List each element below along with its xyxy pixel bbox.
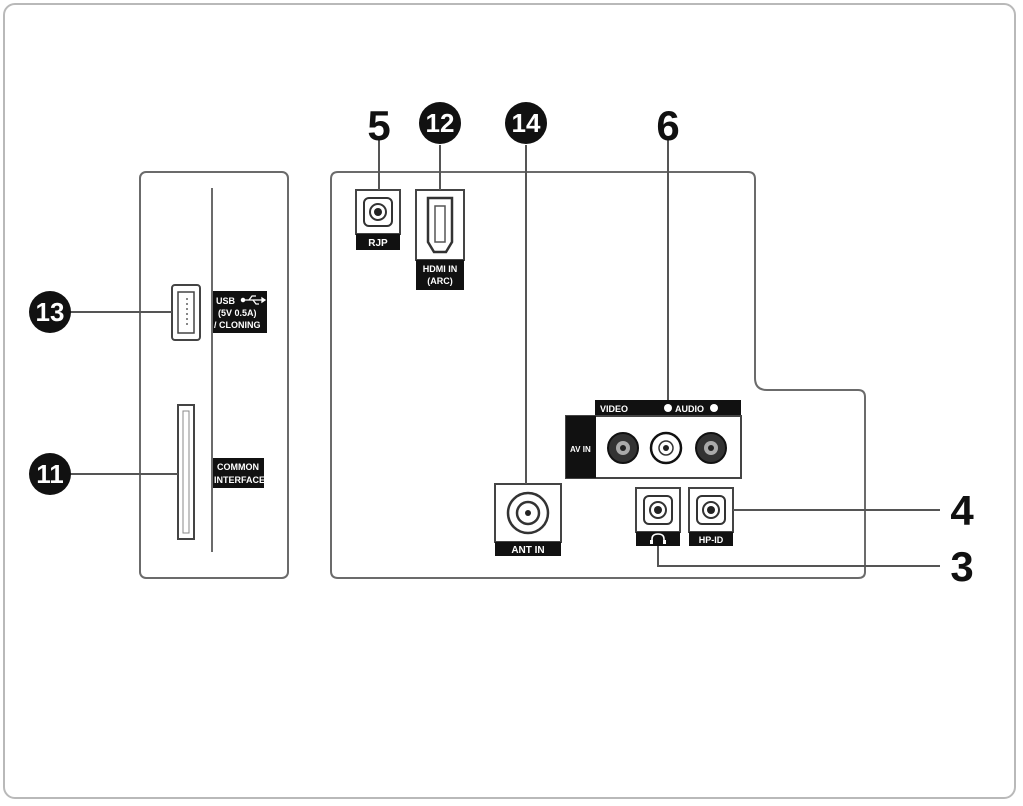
callout-5-label: 5 xyxy=(367,102,390,149)
usb-label: USB (5V 0.5A) / CLONING xyxy=(213,291,267,333)
callout-13: 13 xyxy=(29,291,71,333)
usb-label-line2: (5V 0.5A) xyxy=(218,308,257,318)
common-interface-label: COMMON INTERFACE xyxy=(213,458,265,488)
hdmi-port: HDMI IN (ARC) xyxy=(415,189,465,290)
rjp-jack: RJP xyxy=(355,189,401,250)
hp-id-jack: HP-ID xyxy=(688,487,734,546)
audio-label: AUDIO xyxy=(675,404,704,414)
rjp-label: RJP xyxy=(368,238,388,249)
rear-panel xyxy=(330,171,866,579)
hdmi-label-line2: (ARC) xyxy=(427,276,453,286)
av-jack-audio-right xyxy=(695,432,727,464)
av-jack-audio-left xyxy=(649,431,683,465)
callout-3: 3 xyxy=(950,543,973,590)
hp-id-label: HP-ID xyxy=(699,535,724,545)
ci-label-line1: COMMON xyxy=(217,462,259,472)
usb-label-line1: USB xyxy=(216,296,236,306)
usb-label-line3: / CLONING xyxy=(214,320,261,330)
callout-3-label: 3 xyxy=(950,543,973,590)
callout-14-label: 14 xyxy=(512,108,541,138)
av-jack-video xyxy=(607,432,639,464)
usb-trident-icon xyxy=(240,295,267,305)
ci-label-line2: INTERFACE xyxy=(214,475,265,485)
common-interface-slot xyxy=(177,404,195,540)
callout-13-label: 13 xyxy=(36,297,65,327)
callout-14: 14 xyxy=(505,102,547,144)
callout-6: 6 xyxy=(656,102,679,149)
callout-4-label: 4 xyxy=(950,487,974,534)
leader-lines xyxy=(70,140,940,567)
video-label: VIDEO xyxy=(600,404,628,414)
ant-in-label: ANT IN xyxy=(511,545,544,556)
hdmi-label-line1: HDMI IN xyxy=(423,264,458,274)
callout-12-label: 12 xyxy=(426,108,455,138)
antenna-port: ANT IN xyxy=(494,483,562,556)
callout-6-label: 6 xyxy=(656,102,679,149)
callout-11-label: 11 xyxy=(36,459,64,489)
headphone-jack xyxy=(635,487,681,546)
callout-4: 4 xyxy=(950,487,974,534)
usb-port xyxy=(171,284,201,341)
callout-5: 5 xyxy=(367,102,390,149)
callout-11: 11 xyxy=(29,453,71,495)
av-in-label: AV IN xyxy=(570,445,591,454)
side-panel xyxy=(139,171,289,579)
callout-12: 12 xyxy=(419,102,461,144)
av-in-block: VIDEO AUDIO AV IN xyxy=(565,400,742,479)
headphone-icon xyxy=(650,533,666,544)
